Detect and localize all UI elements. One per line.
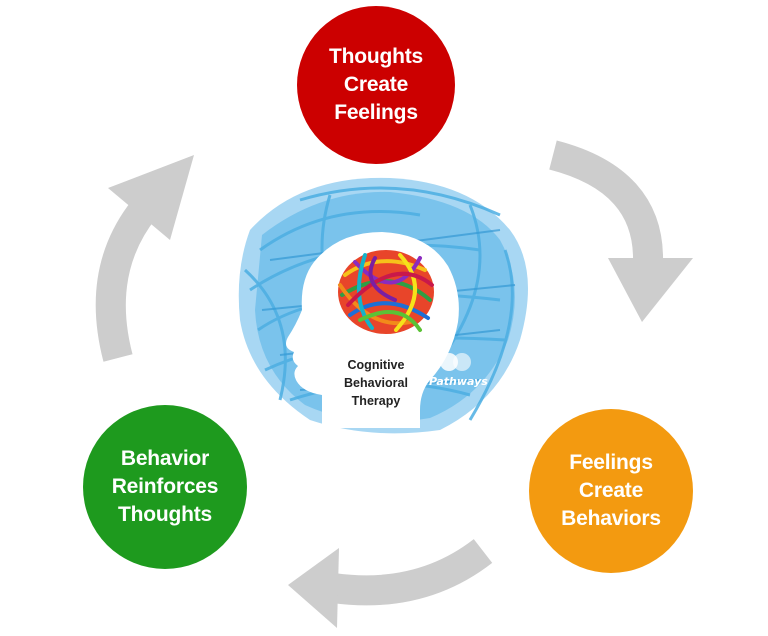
- cycle-arrow-icon: [608, 258, 693, 322]
- thoughts-circle: [297, 6, 455, 164]
- arrow-feelings-to-behavior: [288, 538, 493, 628]
- thoughts-label-line-3: Feelings: [334, 101, 418, 124]
- feelings-circle: [529, 409, 693, 573]
- node-feelings: Feelings Create Behaviors: [529, 409, 693, 573]
- cycle-arrow-icon: [108, 155, 194, 240]
- scribble-brain-icon: [338, 250, 434, 334]
- feelings-label-line-2: Create: [579, 479, 643, 502]
- node-behavior: Behavior Reinforces Thoughts: [83, 405, 247, 569]
- pathways-logo: Pathways: [429, 353, 488, 388]
- feelings-label-line-1: Feelings: [569, 451, 653, 474]
- behavior-label-line-1: Behavior: [121, 447, 209, 470]
- node-thoughts: Thoughts Create Feelings: [297, 6, 455, 164]
- feelings-label-line-3: Behaviors: [561, 507, 661, 530]
- behavior-circle: [83, 405, 247, 569]
- center-illustration: Cognitive Behavioral Therapy Pathways: [238, 177, 528, 434]
- arrow-thoughts-to-feelings: [549, 140, 693, 322]
- center-label-line-3: Therapy: [352, 394, 401, 408]
- thoughts-label-line-1: Thoughts: [329, 45, 423, 68]
- thoughts-label-line-2: Create: [344, 73, 408, 96]
- cycle-arrows: [95, 140, 693, 628]
- behavior-label-line-3: Thoughts: [118, 503, 212, 526]
- logo-text: Pathways: [429, 375, 488, 388]
- center-label-line-1: Cognitive: [348, 358, 405, 372]
- cycle-arrow-icon: [288, 548, 339, 628]
- center-label-line-2: Behavioral: [344, 376, 408, 390]
- behavior-label-line-2: Reinforces: [112, 475, 219, 498]
- arrow-behavior-to-thoughts: [95, 155, 194, 362]
